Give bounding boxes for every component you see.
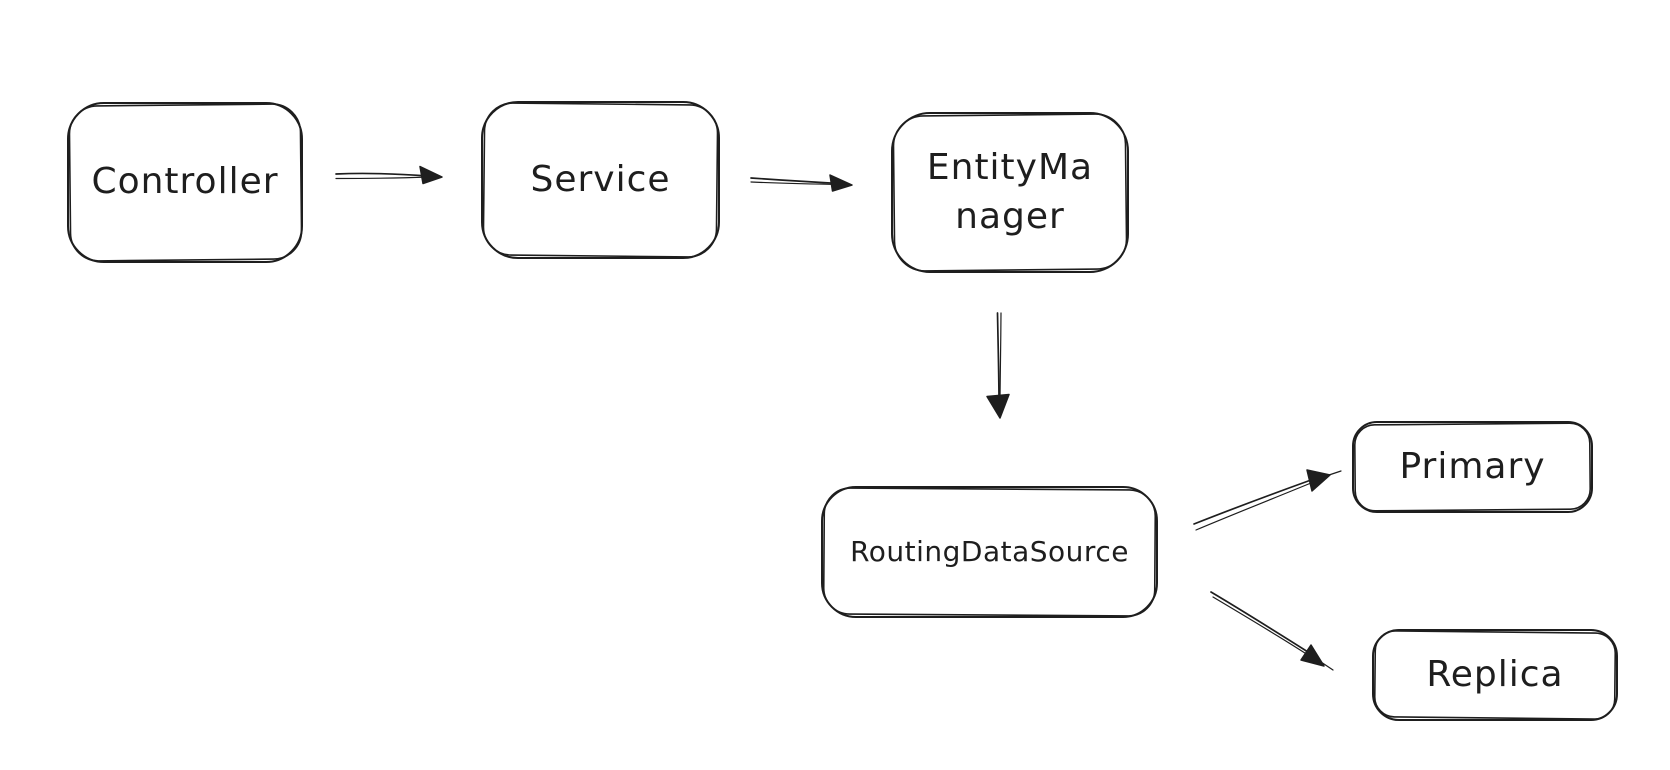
- edge-entitymanager-to-routingdatasource-arrow[interactable]: [986, 312, 1010, 419]
- edge-service-to-entitymanager-arrow[interactable]: [750, 174, 853, 192]
- node-service[interactable]: [481, 101, 720, 259]
- node-controller[interactable]: [67, 102, 303, 263]
- node-routing-data-source[interactable]: [821, 486, 1158, 618]
- node-replica[interactable]: [1372, 629, 1618, 721]
- edge-controller-to-service-arrow[interactable]: [335, 165, 443, 185]
- node-primary[interactable]: [1352, 421, 1593, 513]
- node-entity-manager[interactable]: [891, 112, 1129, 273]
- edge-routingdatasource-to-replica-arrow[interactable]: [1210, 591, 1334, 671]
- edge-routingdatasource-to-primary-arrow[interactable]: [1193, 469, 1342, 531]
